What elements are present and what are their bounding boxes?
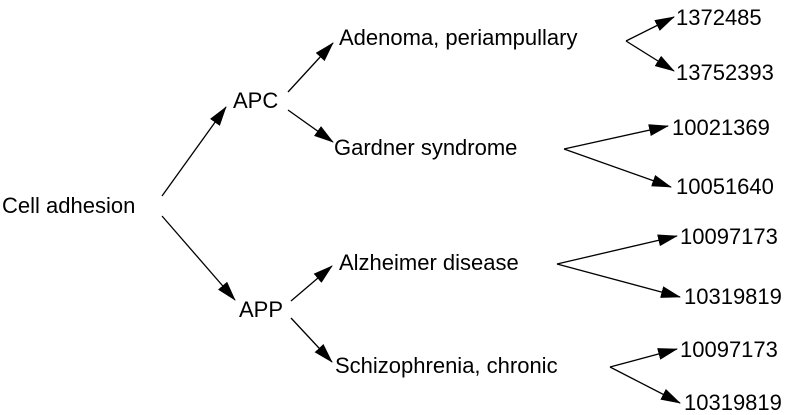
disease-node-alzheimer-disease: Alzheimer disease bbox=[339, 250, 519, 275]
edge-schizophrenia-to-ref-2 bbox=[609, 366, 681, 404]
root-node-label: Cell adhesion bbox=[2, 193, 136, 218]
disease-node-gardner-syndrome: Gardner syndrome bbox=[334, 135, 518, 160]
disease-node-adenoma-periampullary: Adenoma, periampullary bbox=[339, 25, 578, 50]
edge-gardner-to-ref-1 bbox=[563, 124, 669, 150]
reference-node: 10021369 bbox=[672, 115, 770, 140]
edge-apc-to-gardner bbox=[287, 109, 334, 143]
edge-schizophrenia-to-ref-1 bbox=[609, 348, 678, 368]
reference-node: 10319819 bbox=[684, 390, 782, 415]
edge-alzheimer-to-ref-1 bbox=[556, 234, 678, 265]
edge-cell-adhesion-to-app bbox=[161, 215, 236, 301]
edge-alzheimer-to-ref-2 bbox=[556, 263, 681, 298]
gene-node-app: APP bbox=[239, 297, 284, 322]
edge-adenoma-to-ref-2 bbox=[625, 40, 675, 72]
reference-node: 10051640 bbox=[676, 174, 774, 199]
edge-app-to-alzheimer bbox=[290, 265, 333, 302]
reference-node: 10097173 bbox=[680, 224, 778, 249]
reference-node: 1372485 bbox=[676, 5, 762, 30]
edge-gardner-to-ref-2 bbox=[563, 148, 672, 188]
edge-cell-adhesion-to-apc bbox=[161, 106, 227, 197]
reference-node: 10097173 bbox=[680, 337, 778, 362]
disease-node-schizophrenia-chronic: Schizophrenia, chronic bbox=[335, 353, 558, 378]
edge-adenoma-to-ref-1 bbox=[625, 16, 675, 42]
edge-apc-to-adenoma bbox=[287, 42, 334, 93]
edge-app-to-schizophrenia bbox=[290, 317, 333, 363]
reference-node: 13752393 bbox=[676, 60, 774, 85]
reference-node: 10319819 bbox=[684, 284, 782, 309]
gene-node-apc: APC bbox=[233, 88, 279, 113]
